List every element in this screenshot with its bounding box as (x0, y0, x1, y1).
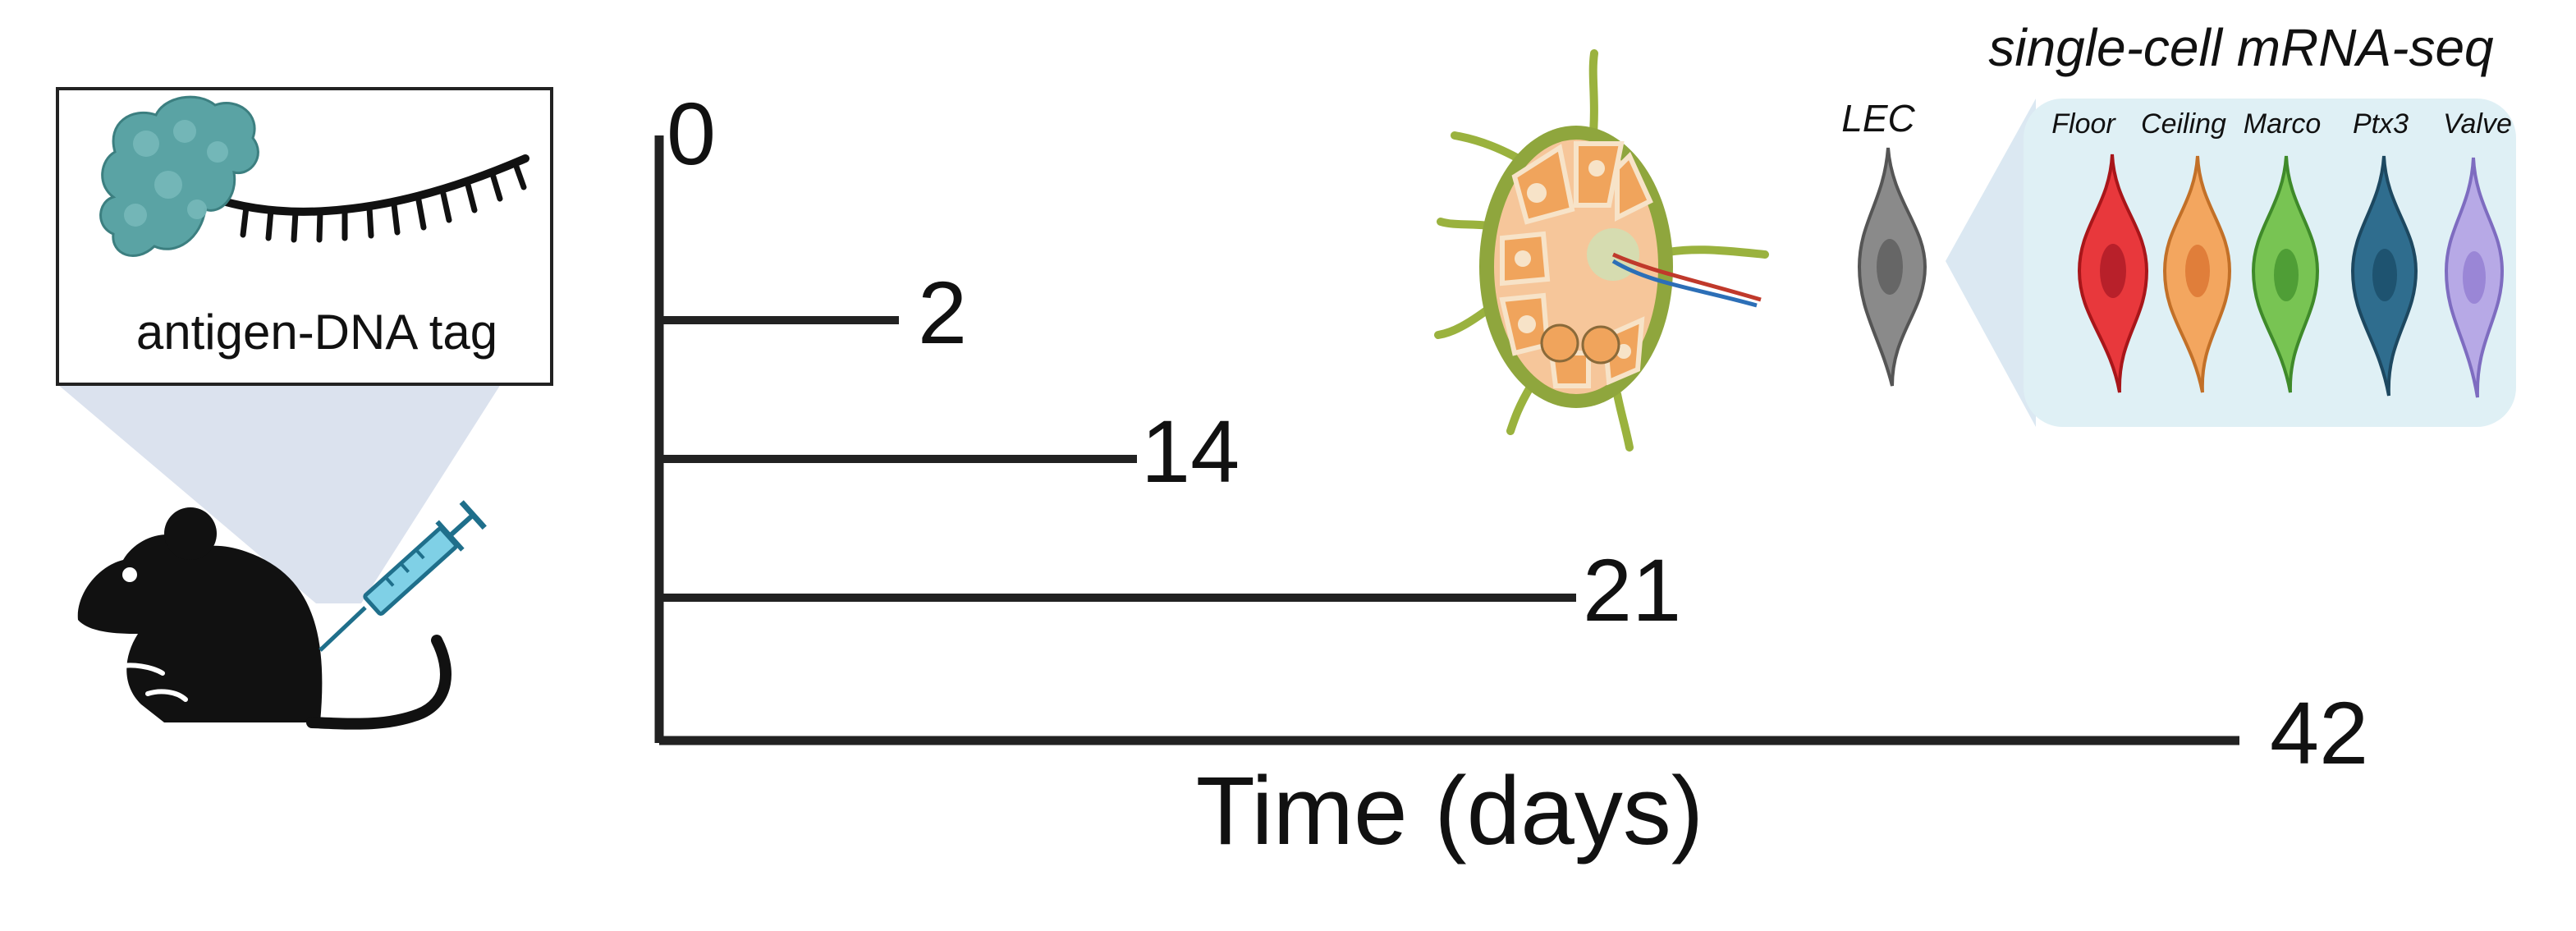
time-axis-label: Time (days) (1196, 757, 1703, 865)
scrna-seq-title: single-cell mRNA-seq (1988, 18, 2494, 77)
lec-label: LEC (1841, 97, 1915, 140)
day-label-14: 14 (1141, 401, 1240, 501)
inset-projection (57, 384, 501, 603)
mouse-icon (77, 507, 451, 730)
cell-ptx3: Ptx3 (2350, 108, 2418, 397)
cell-ceiling: Ceiling (2141, 108, 2232, 393)
antigen-protein-icon (99, 95, 259, 257)
cell-label-marco: Marco (2244, 108, 2321, 140)
cell-valve: Valve (2443, 108, 2512, 398)
lymph-node-icon (1434, 49, 1769, 452)
lec-cell-icon (1857, 147, 1927, 387)
day-label-21: 21 (1583, 540, 1681, 640)
day-label-2: 2 (918, 263, 967, 362)
cell-label-ceiling: Ceiling (2141, 108, 2226, 140)
cell-label-floor: Floor (2051, 108, 2116, 140)
syringe-icon (319, 500, 487, 652)
cell-subsets: Floor Ceiling Marco Ptx3 Valve (2051, 108, 2512, 398)
dna-strand-icon (205, 154, 529, 243)
cell-label-ptx3: Ptx3 (2353, 108, 2409, 140)
cell-floor: Floor (2051, 108, 2149, 393)
day-label-42: 42 (2270, 683, 2368, 782)
cell-marco: Marco (2244, 108, 2321, 393)
scrna-projection (1946, 99, 2036, 427)
timeline: 0 2 14 21 42 Time (days) (654, 84, 2368, 865)
antigen-dna-tag-label: antigen-DNA tag (136, 305, 497, 360)
cell-label-valve: Valve (2443, 108, 2512, 140)
day-label-0: 0 (667, 84, 716, 183)
